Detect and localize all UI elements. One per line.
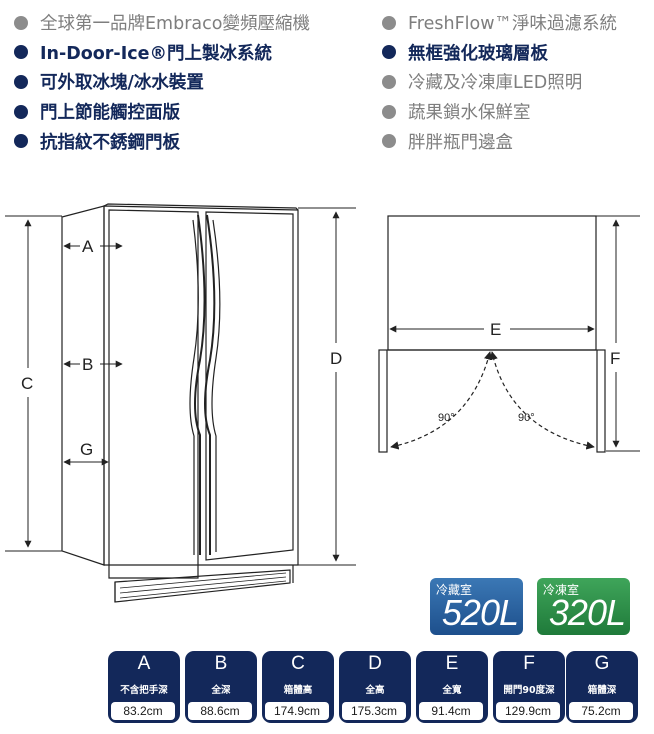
fridge-capacity-label: 冷藏室 [436, 583, 473, 597]
feature-text: 冷藏及冷凍庫LED照明 [408, 73, 583, 94]
fridge-capacity-badge: 冷藏室 520L [430, 578, 523, 635]
dim-letter-a: A [82, 237, 94, 256]
feature-item: FreshFlow™淨味過濾系統 [382, 8, 617, 38]
bullet-icon [14, 104, 28, 119]
feature-column-left: 全球第一品牌Embraco變頻壓縮機 In-Door-Ice®門上製冰系統 可外… [14, 8, 310, 156]
feature-item: 全球第一品牌Embraco變頻壓縮機 [14, 8, 310, 38]
dimension-card-a: A 不含把手深 83.2cm [108, 651, 180, 723]
dimension-value: 88.6cm [188, 702, 252, 720]
feature-item: 無框強化玻璃層板 [382, 38, 617, 68]
feature-text: 無框強化玻璃層板 [408, 43, 548, 64]
dimension-letter: E [445, 653, 459, 674]
dimension-lines-top [389, 215, 640, 452]
dimension-letter: F [523, 653, 535, 674]
dimension-table: A 不含把手深 83.2cm B 全深 88.6cm C 箱體高 174.9cm… [108, 651, 638, 723]
dim-letter-d: D [330, 349, 342, 368]
feature-item: 胖胖瓶門邊盒 [382, 126, 617, 156]
dimension-card-e: E 全寬 91.4cm [416, 651, 488, 723]
fridge-capacity-value: 520L [441, 592, 519, 633]
dimension-card-f: F 開門90度深 129.9cm [493, 651, 565, 723]
dim-letter-e: E [490, 320, 501, 339]
feature-text: FreshFlow™淨味過濾系統 [408, 14, 618, 35]
bullet-icon [382, 104, 396, 119]
freezer-capacity-label: 冷凍室 [543, 583, 580, 597]
feature-item: In-Door-Ice®門上製冰系統 [14, 38, 310, 68]
dimension-label: 全寬 [442, 685, 462, 696]
bullet-icon [14, 74, 28, 89]
angle-label-right: 90° [518, 412, 535, 424]
feature-text: 胖胖瓶門邊盒 [408, 132, 513, 153]
bullet-icon [382, 45, 396, 60]
feature-column-right: FreshFlow™淨味過濾系統 無框強化玻璃層板 冷藏及冷凍庫LED照明 蔬果… [382, 8, 617, 156]
feature-text: In-Door-Ice®門上製冰系統 [40, 43, 272, 64]
dimension-card-c: C 箱體高 174.9cm [262, 651, 334, 723]
dim-letter-c: C [21, 374, 33, 393]
dimension-value: 91.4cm [419, 702, 483, 720]
refrigerator-dimension-diagram: A B C D E F G 90° 90° [5, 203, 640, 603]
bullet-icon [382, 15, 396, 30]
dimension-card-b: B 全深 88.6cm [185, 651, 257, 723]
feature-text: 抗指紋不銹鋼門板 [40, 132, 180, 153]
feature-text: 可外取冰塊/冰水裝置 [40, 73, 204, 94]
dimension-letter: D [368, 653, 382, 674]
feature-text: 蔬果鎖水保鮮室 [408, 103, 531, 124]
dim-letter-b: B [82, 355, 93, 374]
bullet-icon [382, 134, 396, 149]
bullet-icon [14, 45, 28, 60]
angle-label-left: 90° [438, 412, 455, 424]
dimension-label: 開門90度深 [503, 685, 555, 696]
feature-item: 抗指紋不銹鋼門板 [14, 126, 310, 156]
freezer-capacity-badge: 冷凍室 320L [537, 578, 630, 635]
dimension-label: 箱體深 [587, 685, 617, 696]
dim-letter-g: G [80, 440, 93, 459]
dimension-letter: A [137, 653, 151, 674]
bullet-icon [382, 74, 396, 89]
feature-item: 冷藏及冷凍庫LED照明 [382, 67, 617, 97]
dimension-card-d: D 全高 175.3cm [339, 651, 411, 723]
feature-text: 門上節能觸控面版 [40, 103, 180, 124]
freezer-capacity-value: 320L [548, 592, 626, 633]
dimension-value: 129.9cm [496, 702, 560, 720]
dimension-value: 174.9cm [265, 702, 329, 720]
feature-item: 可外取冰塊/冰水裝置 [14, 67, 310, 97]
dimension-letter: C [291, 653, 305, 674]
feature-text: 全球第一品牌Embraco變頻壓縮機 [40, 14, 310, 35]
dimension-label: 不含把手深 [120, 685, 168, 696]
dimension-label: 全高 [365, 685, 385, 696]
bullet-icon [14, 134, 28, 149]
dimension-label: 箱體高 [283, 685, 313, 696]
bullet-icon [14, 15, 28, 30]
dimension-letter: G [594, 653, 610, 674]
dimension-card-g: G 箱體深 75.2cm [566, 651, 638, 723]
feature-item: 蔬果鎖水保鮮室 [382, 97, 617, 127]
dimension-letters: A B C D E F G [21, 237, 620, 459]
dimension-value: 83.2cm [111, 702, 175, 720]
dim-letter-f: F [610, 349, 620, 368]
dimension-lines-side [5, 207, 356, 566]
feature-item: 門上節能觸控面版 [14, 97, 310, 127]
fridge-side-view [61, 203, 299, 603]
dimension-value: 75.2cm [569, 702, 633, 720]
dimension-letter: B [214, 653, 228, 674]
dimension-value: 175.3cm [342, 702, 406, 720]
fridge-top-view [378, 215, 606, 453]
dimension-label: 全深 [211, 685, 231, 696]
